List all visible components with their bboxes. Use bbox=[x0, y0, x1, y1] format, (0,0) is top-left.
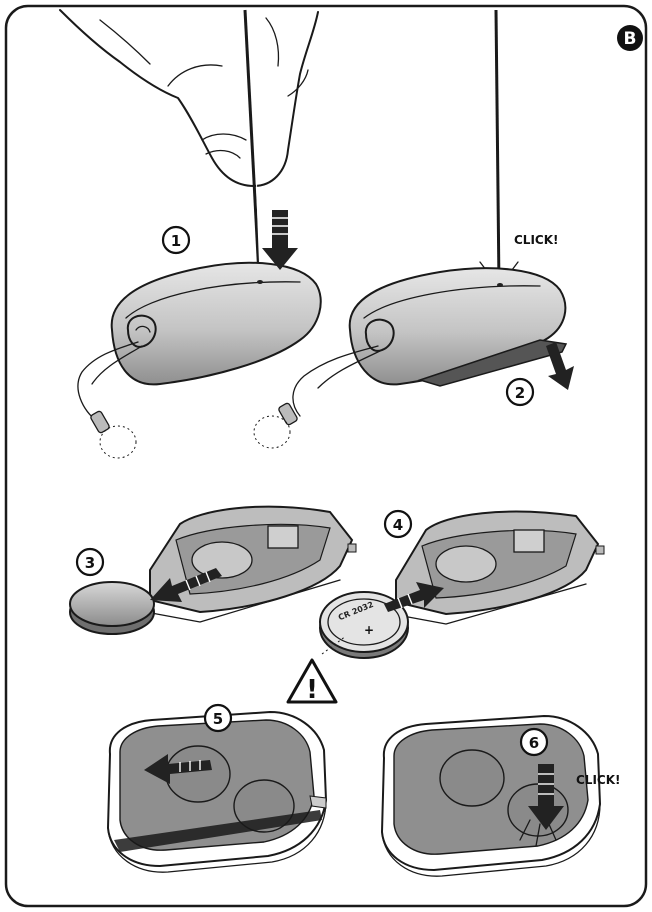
warning-symbol: ! bbox=[306, 675, 318, 705]
step-marker-2: 2 bbox=[505, 377, 535, 407]
click-label-bottom: CLICK! bbox=[576, 773, 621, 787]
pin-tool-right bbox=[479, 9, 519, 285]
panel-badge: B bbox=[617, 25, 643, 51]
step-number-4: 4 bbox=[393, 516, 403, 534]
lanyard-right bbox=[253, 345, 383, 449]
remove-arrow-3 bbox=[150, 568, 222, 602]
press-arrow-6 bbox=[528, 764, 564, 830]
release-arrow-2 bbox=[546, 342, 574, 390]
lanyard-left bbox=[77, 341, 143, 459]
warning-icon: ! bbox=[286, 635, 347, 705]
old-battery-coin bbox=[69, 581, 155, 635]
push-arrow-1 bbox=[262, 210, 298, 270]
step-number-3: 3 bbox=[85, 554, 95, 572]
step-number-6: 6 bbox=[529, 734, 539, 752]
step-marker-6: 6 bbox=[519, 727, 549, 757]
remote-open-3 bbox=[145, 505, 357, 623]
step-marker-5: 5 bbox=[203, 703, 233, 733]
battery-polarity-mark: + bbox=[364, 623, 374, 637]
remote-cover-6 bbox=[380, 714, 602, 877]
step-number-5: 5 bbox=[213, 710, 223, 728]
panel-badge-label: B bbox=[624, 29, 637, 49]
pin-tool-left bbox=[243, 9, 261, 277]
step-number-1: 1 bbox=[171, 232, 181, 250]
step-marker-4: 4 bbox=[383, 509, 413, 539]
remote-open-4 bbox=[391, 510, 605, 625]
remote-closed-1 bbox=[110, 261, 322, 386]
slide-arrow-5 bbox=[144, 754, 212, 784]
step-marker-3: 3 bbox=[75, 547, 105, 577]
click-label-top: CLICK! bbox=[514, 233, 559, 247]
panel-frame bbox=[4, 4, 648, 908]
hand-illustration bbox=[59, 9, 319, 187]
remote-cover-5 bbox=[106, 710, 328, 873]
step-marker-1: 1 bbox=[161, 225, 191, 255]
insert-arrow-4 bbox=[384, 582, 444, 612]
remote-opening-2 bbox=[348, 267, 568, 387]
step-number-2: 2 bbox=[515, 384, 525, 402]
